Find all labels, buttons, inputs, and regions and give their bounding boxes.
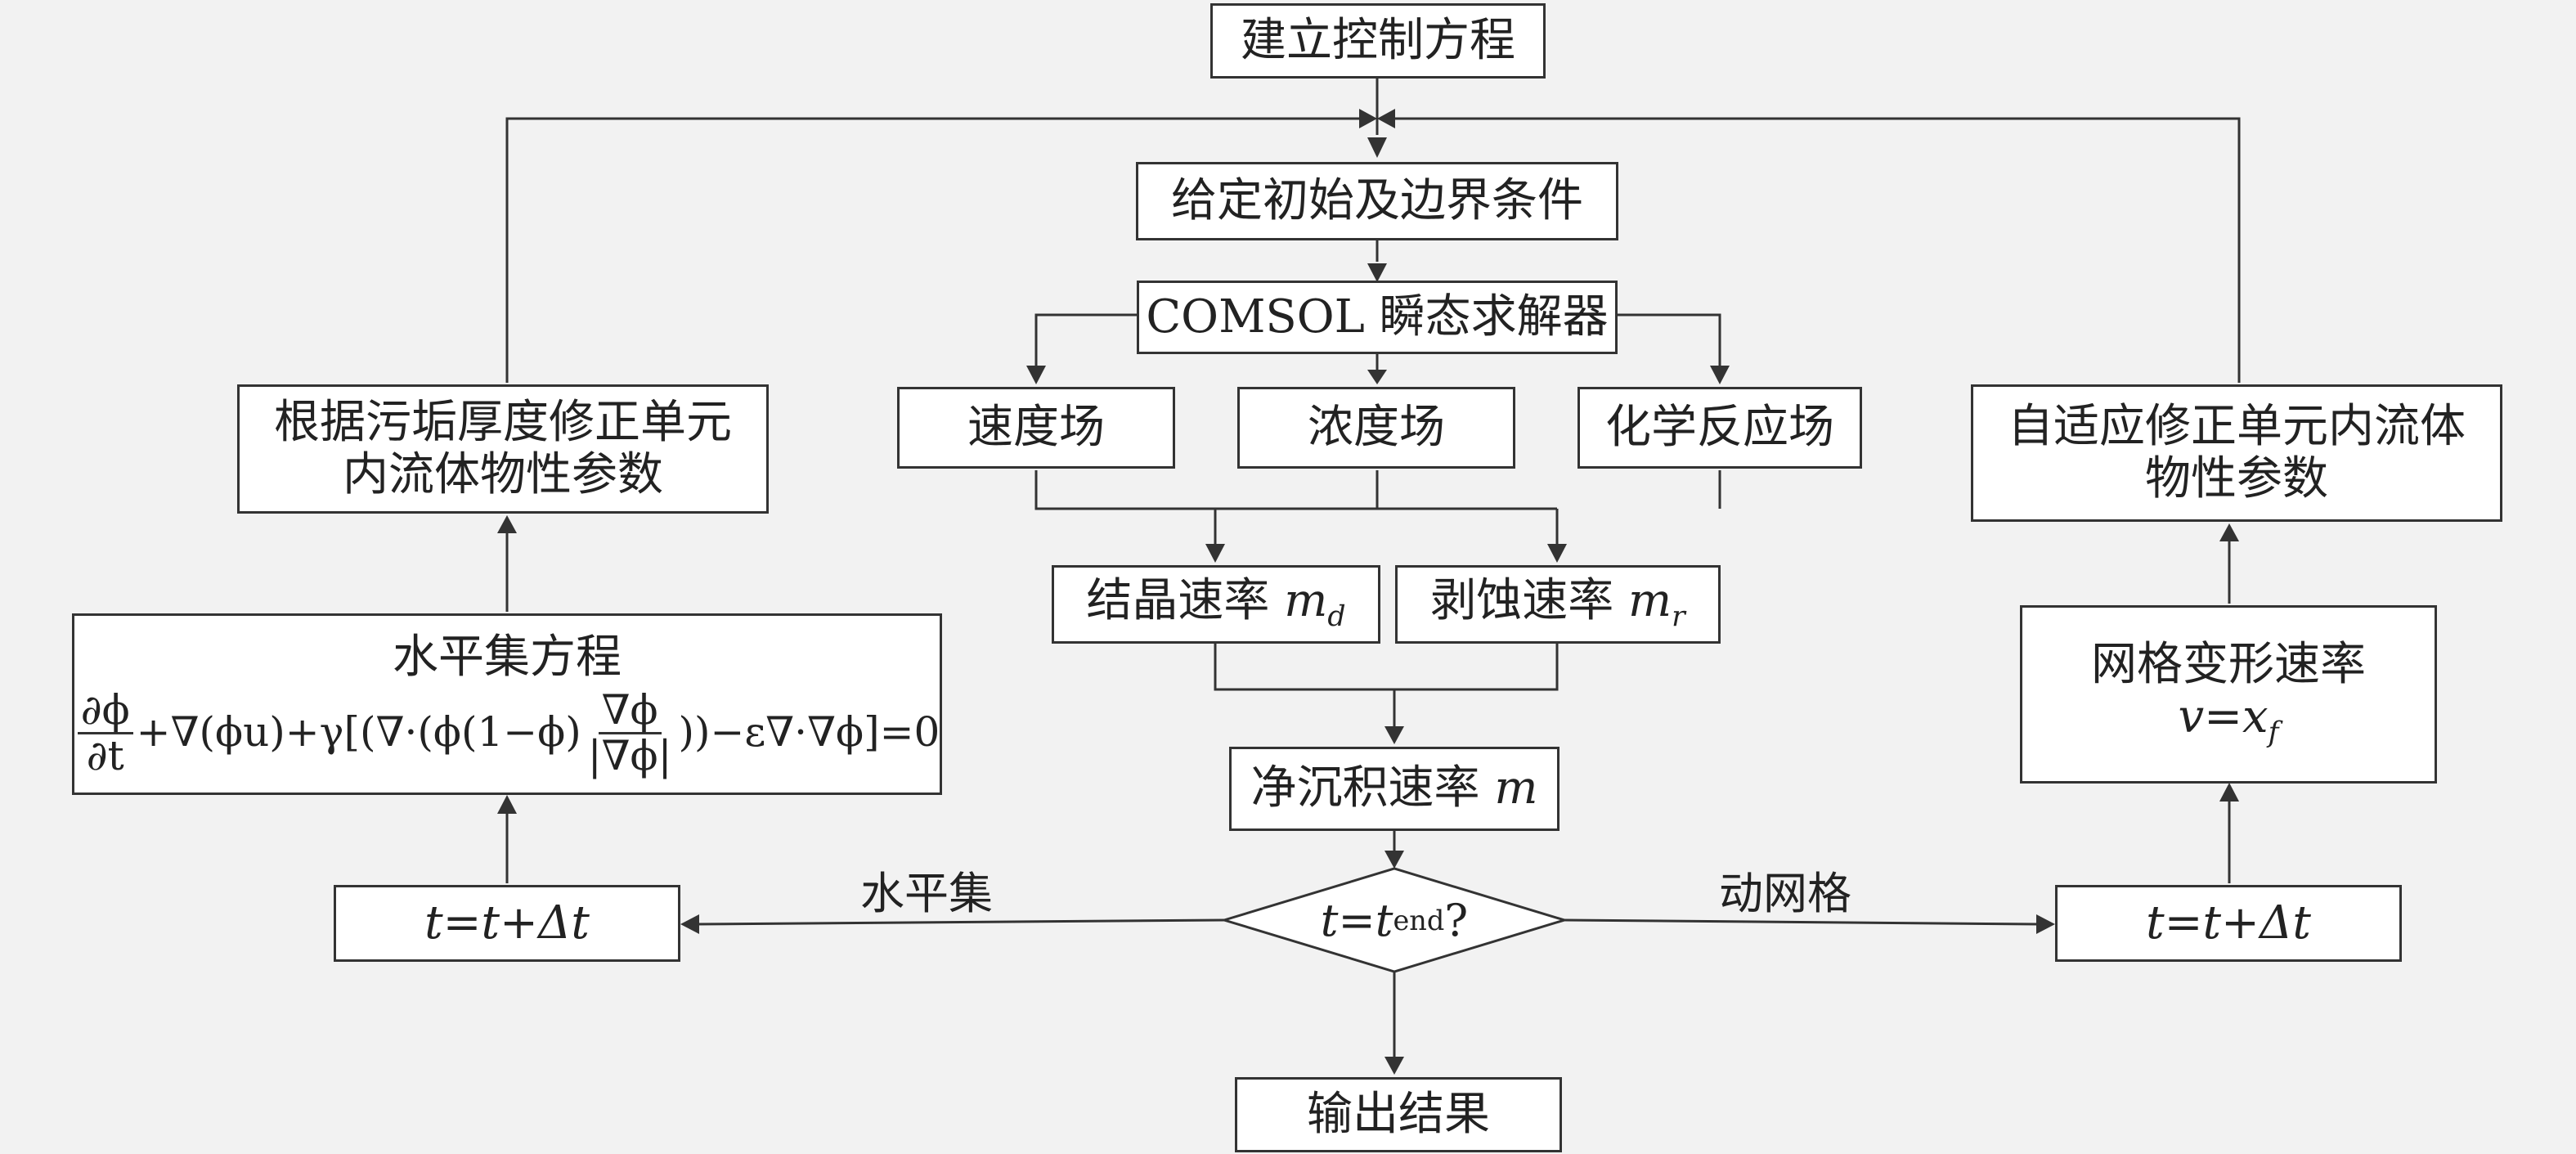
output-box: 输出结果 bbox=[1235, 1077, 1562, 1152]
arrowhead bbox=[1367, 137, 1387, 158]
levelset-equation: ∂ϕ∂t +∇(ϕu)+γ[(∇·(ϕ(1−ϕ) ∇ϕ|∇ϕ| ))−ε∇·∇ϕ… bbox=[74, 689, 940, 777]
levelset-title: 水平集方程 bbox=[393, 630, 622, 684]
arrowhead bbox=[1359, 109, 1377, 128]
connector bbox=[1564, 918, 2039, 926]
mesh-deform-eq: v=xf bbox=[2178, 690, 2279, 750]
net-deposition-box: 净沉积速率 m bbox=[1229, 747, 1560, 831]
velocity-label: 速度场 bbox=[967, 400, 1105, 454]
crystallization-rate-text: 结晶速率 md bbox=[1086, 573, 1346, 634]
crystallization-rate-box: 结晶速率 md bbox=[1052, 565, 1380, 644]
right-update-label: 自适应修正单元内流体物性参数 bbox=[2008, 399, 2466, 505]
right-time-step-label: t=t+Δt bbox=[2146, 896, 2311, 950]
establish-box: 建立控制方程 bbox=[1210, 3, 1546, 79]
concentration-box: 浓度场 bbox=[1237, 387, 1515, 469]
arrowhead bbox=[2036, 914, 2055, 934]
connector bbox=[1395, 117, 2241, 383]
arrowhead bbox=[1384, 726, 1404, 744]
establish-label: 建立控制方程 bbox=[1241, 13, 1515, 67]
arrowhead bbox=[2219, 783, 2239, 802]
left-time-step-label: t=t+Δt bbox=[424, 896, 590, 950]
removal-rate-text: 剥蚀速率 mr bbox=[1430, 573, 1685, 634]
arrowhead bbox=[1384, 1057, 1404, 1075]
connector bbox=[1034, 470, 1557, 510]
output-label: 输出结果 bbox=[1307, 1087, 1490, 1141]
connector bbox=[1034, 313, 1137, 368]
mesh-deform-box: 网格变形速率 v=xf bbox=[2020, 605, 2437, 784]
net-deposition-text: 净沉积速率 m bbox=[1250, 761, 1538, 815]
mesh-deform-title: 网格变形速率 bbox=[2091, 637, 2366, 691]
solver-label: COMSOL 瞬态求解器 bbox=[1146, 290, 1609, 344]
connector bbox=[1618, 313, 1721, 368]
reaction-box: 化学反应场 bbox=[1577, 387, 1862, 469]
arrowhead bbox=[497, 515, 517, 533]
arrowhead bbox=[1547, 544, 1567, 563]
arrowhead bbox=[680, 914, 699, 934]
levelset-edge-label: 水平集 bbox=[860, 868, 993, 919]
removal-rate-box: 剥蚀速率 mr bbox=[1395, 565, 1721, 644]
connector bbox=[696, 918, 1225, 926]
right-update-box: 自适应修正单元内流体物性参数 bbox=[1971, 384, 2502, 522]
left-update-label: 根据污垢厚度修正单元内流体物性参数 bbox=[274, 395, 732, 501]
arrowhead bbox=[2219, 523, 2239, 541]
init-label: 给定初始及边界条件 bbox=[1171, 173, 1583, 227]
arrowhead bbox=[1710, 366, 1730, 384]
left-time-step-box: t=t+Δt bbox=[334, 885, 680, 962]
right-time-step-box: t=t+Δt bbox=[2055, 885, 2402, 962]
left-update-box: 根据污垢厚度修正单元内流体物性参数 bbox=[237, 384, 769, 514]
arrowhead bbox=[1367, 263, 1387, 282]
reaction-label: 化学反应场 bbox=[1605, 400, 1834, 454]
concentration-label: 浓度场 bbox=[1308, 400, 1445, 454]
arrowhead bbox=[497, 795, 517, 814]
connector bbox=[1214, 644, 1559, 691]
solver-box: COMSOL 瞬态求解器 bbox=[1137, 281, 1618, 354]
arrowhead bbox=[1026, 366, 1046, 384]
velocity-box: 速度场 bbox=[897, 387, 1175, 469]
arrowhead bbox=[1384, 851, 1404, 869]
arrowhead bbox=[1205, 544, 1225, 563]
connector bbox=[505, 117, 1359, 383]
levelset-equation-box: 水平集方程 ∂ϕ∂t +∇(ϕu)+γ[(∇·(ϕ(1−ϕ) ∇ϕ|∇ϕ| ))… bbox=[72, 613, 942, 795]
init-box: 给定初始及边界条件 bbox=[1136, 162, 1618, 240]
arrowhead bbox=[1377, 109, 1395, 128]
decision-shape bbox=[1219, 867, 1569, 973]
arrowhead bbox=[1367, 370, 1387, 384]
moving-mesh-edge-label: 动网格 bbox=[1719, 868, 1851, 919]
